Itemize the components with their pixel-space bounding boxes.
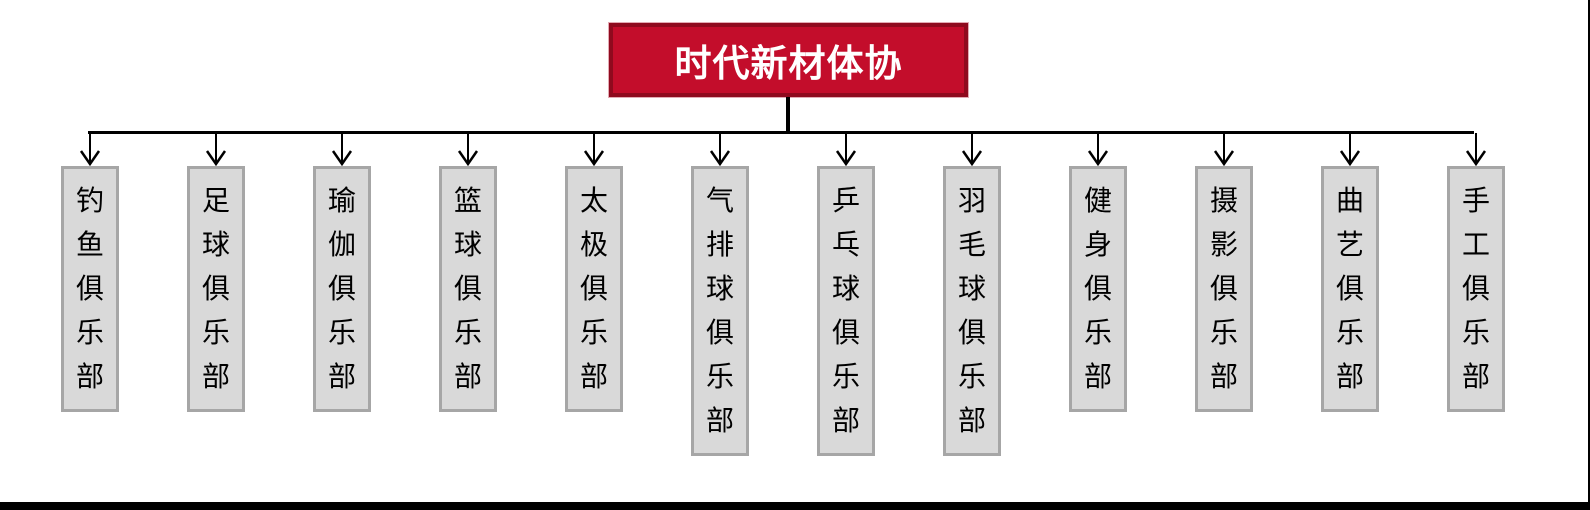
down-arrow-icon (79, 133, 101, 166)
child-label: 足球俱乐部 (201, 184, 230, 393)
child-label: 太极俱乐部 (579, 184, 608, 393)
child-box: 健身俱乐部 (1069, 166, 1127, 412)
child-box: 摄影俱乐部 (1195, 166, 1253, 412)
child-label: 篮球俱乐部 (453, 184, 482, 393)
org-child-node: 曲艺俱乐部 (1321, 133, 1379, 412)
children-row: 钓鱼俱乐部 足球俱乐部 瑜伽俱乐部 篮球俱乐部 太极俱乐部 (61, 133, 1505, 456)
down-arrow-icon (1339, 133, 1361, 166)
child-label: 瑜伽俱乐部 (327, 184, 356, 393)
org-child-node: 钓鱼俱乐部 (61, 133, 119, 412)
child-box: 太极俱乐部 (565, 166, 623, 412)
child-label: 健身俱乐部 (1083, 184, 1112, 393)
child-box: 气排球俱乐部 (691, 166, 749, 456)
org-child-node: 手工俱乐部 (1447, 133, 1505, 412)
down-arrow-icon (709, 133, 731, 166)
org-root-label: 时代新材体协 (674, 42, 903, 85)
down-arrow-icon (331, 133, 353, 166)
down-arrow-icon (961, 133, 983, 166)
child-box: 瑜伽俱乐部 (313, 166, 371, 412)
horizontal-connector (88, 131, 1474, 134)
child-label: 手工俱乐部 (1461, 184, 1490, 393)
child-box: 曲艺俱乐部 (1321, 166, 1379, 412)
down-arrow-icon (1087, 133, 1109, 166)
org-child-node: 摄影俱乐部 (1195, 133, 1253, 412)
down-arrow-icon (835, 133, 857, 166)
org-root-node: 时代新材体协 (608, 22, 969, 98)
child-label: 钓鱼俱乐部 (75, 184, 104, 393)
down-arrow-icon (205, 133, 227, 166)
org-child-node: 足球俱乐部 (187, 133, 245, 412)
down-arrow-icon (1213, 133, 1235, 166)
org-child-node: 乒乓球俱乐部 (817, 133, 875, 456)
child-label: 摄影俱乐部 (1209, 184, 1238, 393)
child-box: 乒乓球俱乐部 (817, 166, 875, 456)
down-arrow-icon (457, 133, 479, 166)
child-label: 曲艺俱乐部 (1335, 184, 1364, 393)
right-border-line (1588, 0, 1590, 510)
down-arrow-icon (583, 133, 605, 166)
root-stem-connector (786, 97, 790, 133)
child-box: 篮球俱乐部 (439, 166, 497, 412)
child-box: 钓鱼俱乐部 (61, 166, 119, 412)
org-child-node: 健身俱乐部 (1069, 133, 1127, 412)
child-box: 足球俱乐部 (187, 166, 245, 412)
bottom-border-bar (0, 502, 1590, 510)
child-box: 手工俱乐部 (1447, 166, 1505, 412)
child-label: 气排球俱乐部 (705, 184, 734, 437)
child-label: 羽毛球俱乐部 (957, 184, 986, 437)
org-child-node: 羽毛球俱乐部 (943, 133, 1001, 456)
child-box: 羽毛球俱乐部 (943, 166, 1001, 456)
child-label: 乒乓球俱乐部 (831, 184, 860, 437)
org-child-node: 太极俱乐部 (565, 133, 623, 412)
down-arrow-icon (1465, 133, 1487, 166)
org-child-node: 篮球俱乐部 (439, 133, 497, 412)
org-child-node: 瑜伽俱乐部 (313, 133, 371, 412)
org-child-node: 气排球俱乐部 (691, 133, 749, 456)
